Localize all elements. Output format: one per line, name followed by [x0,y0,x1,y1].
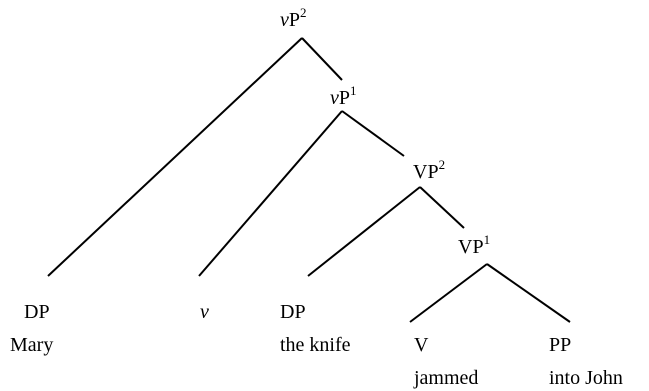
node-vP-1: vP1 [330,83,357,109]
node-VP-1: VP1 [458,232,490,258]
leaf-V-head-category: V [414,334,429,356]
leaf-DP-object-word: the knife [280,334,351,356]
node-vP-2: vP2 [280,5,307,31]
edge-vP1-to-v-head [198,110,343,277]
leaf-DP-object-category: DP [280,301,306,323]
edge-vP2-to-vP1 [301,37,343,81]
edge-vP1-to-VP2 [341,110,405,157]
edge-VP2-to-VP1 [419,186,465,229]
leaf-v-head-category: v [200,301,209,323]
edge-vP2-to-DP-subject [47,37,303,277]
leaf-PP-word: into John [549,367,623,389]
node-VP-2: VP2 [413,157,445,183]
edge-VP2-to-DP-object [307,186,421,277]
leaf-DP-subject-word: Mary [10,334,53,356]
leaf-V-head-word: jammed [413,367,478,389]
leaf-DP-subject-category: DP [24,301,50,323]
edge-VP1-to-PP [486,263,571,323]
leaf-PP-category: PP [549,334,571,356]
edge-VP1-to-V-head [409,263,488,323]
